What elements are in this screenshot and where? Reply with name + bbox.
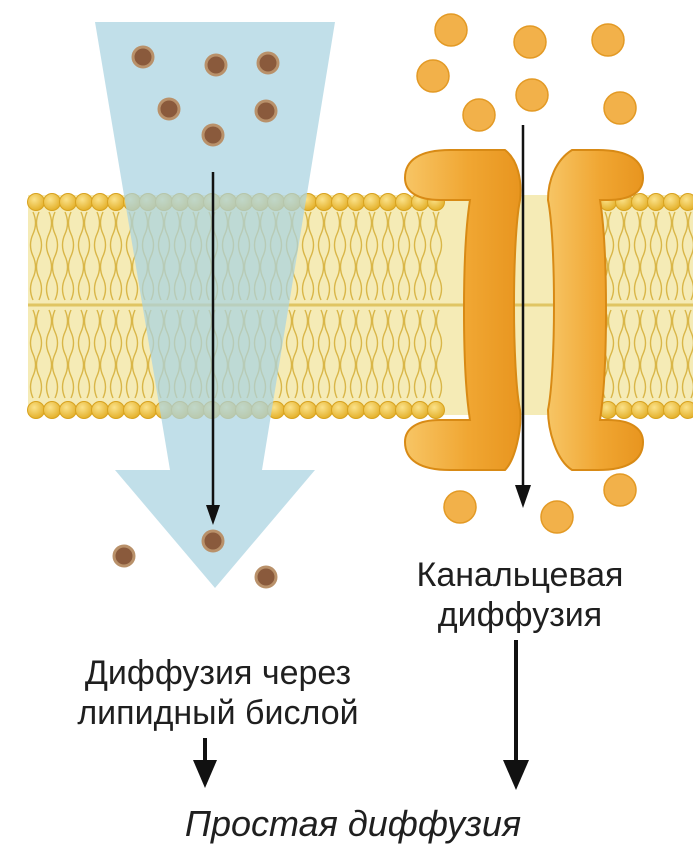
lipid-head [680,402,693,419]
lipid-head [616,402,633,419]
lipid-head [300,402,317,419]
lipid-head [108,402,125,419]
bilayer-solute-dot [114,546,134,566]
lipid-head [380,402,397,419]
bilayer-solute-dot [256,101,276,121]
lipid-head [396,402,413,419]
lipid-head [632,402,649,419]
channel-diffusion-arrowhead [515,485,531,508]
lipid-head [680,194,693,211]
bilayer-label-line2: липидный бислой [77,694,358,732]
lipid-head [316,402,333,419]
lipid-head [332,194,349,211]
channel-solute-dot [463,99,495,131]
bilayer-solute-dot [133,47,153,67]
lipid-head [380,194,397,211]
lipid-head [284,402,301,419]
lipid-head [648,194,665,211]
bilayer-solute-dot [258,53,278,73]
lipid-head [92,402,109,419]
lipid-head [44,402,61,419]
lipid-head [364,194,381,211]
bilayer-label-line1: Диффузия через [85,654,351,692]
lipid-head [396,194,413,211]
lipid-head [28,402,45,419]
lipid-head [92,194,109,211]
channel-solute-dot [516,79,548,111]
lipid-head [648,402,665,419]
lipid-head [124,402,141,419]
channel-solute-dot [417,60,449,92]
channel-solute-dot [435,14,467,46]
lipid-head [664,402,681,419]
lipid-head [60,402,77,419]
lipid-head [28,194,45,211]
lipid-head [364,402,381,419]
lipid-head [60,194,77,211]
lipid-head [76,402,93,419]
channel-solute-dot [444,491,476,523]
lipid-head [632,194,649,211]
channel-to-summary-arrowhead [503,760,529,790]
lipid-head [664,194,681,211]
bilayer-solute-dot [206,55,226,75]
bilayer-solute-dot [256,567,276,587]
lipid-head [332,402,349,419]
channel-solute-dot [592,24,624,56]
lipid-head [76,194,93,211]
channel-solute-dot [604,92,636,124]
channel-solute-dot [514,26,546,58]
channel-solute-dot [604,474,636,506]
bilayer-to-summary-arrowhead [193,760,217,788]
channel-label-line2: диффузия [438,596,602,634]
bilayer-solute-dot [159,99,179,119]
channel-solute-dot [541,501,573,533]
lipid-head [44,194,61,211]
lipid-head [428,402,445,419]
summary-label: Простая диффузия [185,803,521,844]
lipid-head [348,194,365,211]
lipid-head [140,402,157,419]
lipid-head [348,402,365,419]
lipid-head [108,194,125,211]
bilayer-solute-dot [203,125,223,145]
channel-label-line1: Канальцевая [417,556,624,594]
bilayer-solute-dot [203,531,223,551]
lipid-head [316,194,333,211]
lipid-head [412,402,429,419]
